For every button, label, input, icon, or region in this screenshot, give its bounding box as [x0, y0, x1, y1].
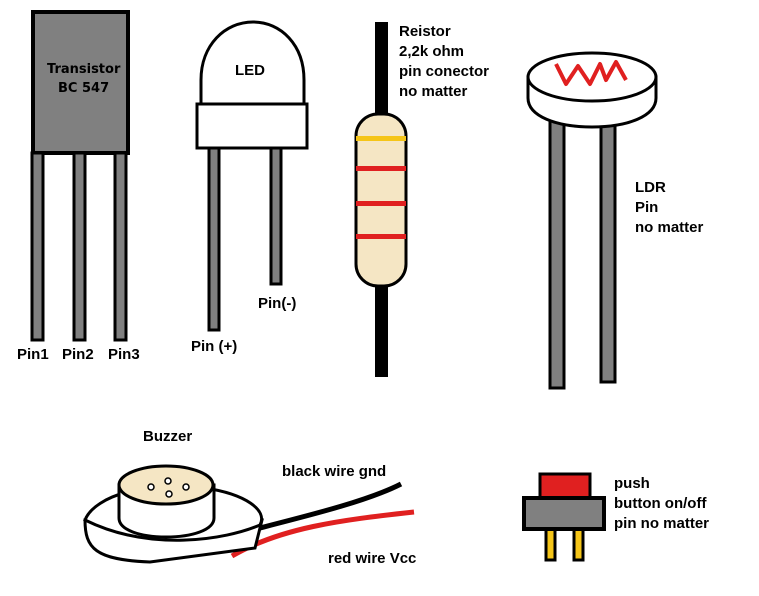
ldr-label-line2: Pin: [635, 199, 659, 216]
push-button: [522, 472, 606, 562]
led-dome: [199, 20, 306, 106]
push-button-pin-right: [572, 526, 585, 562]
ldr-leg-right: [599, 108, 617, 384]
buzzer-hole-2: [164, 477, 172, 485]
transistor-leg-3: [113, 151, 128, 342]
transistor-model: BC 547: [58, 81, 110, 96]
buzzer-hole-3: [182, 483, 190, 491]
resistor-band-3: [356, 201, 406, 206]
resistor-band-4: [356, 234, 406, 239]
push-button-pin-left: [544, 526, 557, 562]
resistor-body: [354, 112, 408, 288]
transistor: [30, 10, 130, 342]
transistor-leg-1: [30, 151, 45, 342]
ldr-label-line1: LDR: [635, 179, 666, 196]
resistor-label-line4: no matter: [399, 83, 468, 100]
buzzer-black-wire-label: black wire gnd: [282, 463, 387, 480]
push-button-label-line3: pin no matter: [614, 515, 710, 532]
resistor: [354, 22, 408, 377]
resistor-band-1: [356, 136, 406, 141]
led-base: [195, 102, 309, 150]
ldr-leg-left: [548, 108, 566, 390]
transistor-pin2-label: Pin2: [62, 346, 94, 363]
transistor-body: [31, 10, 130, 155]
buzzer-hole-4: [165, 490, 173, 498]
transistor-pin1-label: Pin1: [17, 346, 49, 363]
transistor-pin3-label: Pin3: [108, 346, 140, 363]
push-button-label-line1: push: [614, 475, 650, 492]
led: [195, 20, 309, 332]
push-button-label-line2: button on/off: [614, 495, 707, 512]
buzzer-label: Buzzer: [143, 428, 193, 445]
buzzer-hole-1: [147, 483, 155, 491]
ldr: [526, 51, 658, 390]
transistor-name: Transistor: [47, 62, 121, 77]
resistor-lead-top: [375, 22, 388, 122]
resistor-label-line2: 2,2k ohm: [399, 43, 465, 60]
resistor-label-line1: Reistor: [399, 23, 451, 40]
buzzer: [83, 464, 415, 564]
led-pin-minus-label: Pin(-): [258, 295, 297, 312]
led-label: LED: [235, 62, 265, 79]
push-button-base: [522, 496, 606, 531]
resistor-band-2: [356, 166, 406, 171]
led-pin-plus-label: Pin (+): [191, 338, 238, 355]
resistor-label-line3: pin conector: [399, 63, 490, 80]
resistor-lead-bottom: [375, 280, 388, 377]
buzzer-red-wire-label: red wire Vcc: [328, 550, 417, 567]
led-leg-minus: [269, 146, 283, 286]
ldr-label-line3: no matter: [635, 219, 704, 236]
ldr-trace: [554, 60, 628, 86]
led-leg-plus: [207, 146, 221, 332]
transistor-leg-2: [72, 151, 87, 342]
buzzer-top: [117, 464, 215, 506]
